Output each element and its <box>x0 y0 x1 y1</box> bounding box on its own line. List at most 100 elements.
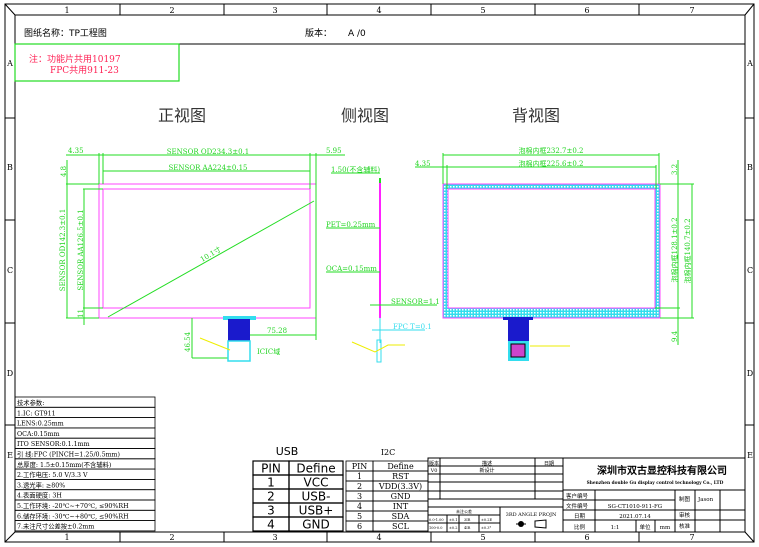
front-bottom-offset: 11 <box>77 309 85 318</box>
row-label: E <box>7 451 13 460</box>
pin-define: SCL <box>392 522 410 531</box>
back-inner-height: 泡棉内框128.1±0.2 <box>670 217 679 282</box>
scale-value: 1:1 <box>611 525 620 531</box>
version-label: 版本： <box>305 27 332 39</box>
spec-text: 3.透光率: ≥80% <box>17 480 65 489</box>
approve-label: 核准 <box>679 522 691 530</box>
date-value: 2021.07.14 <box>619 514 651 520</box>
spec-text: 6.储存环境: -30℃~+80℃, ≤90%RH <box>17 511 129 520</box>
pin-define: RST <box>392 472 410 481</box>
side-view-title: 侧视图 <box>341 106 389 125</box>
pin-define: VDD(3.3V) <box>378 482 422 491</box>
spec-text: ITO SENSOR:0.1.1mm <box>17 441 90 448</box>
spec-text: 技术参数: <box>17 398 44 407</box>
header: 图纸名称：TP工程图 版本： A /0 <box>15 27 745 45</box>
drawn-by: Jason <box>697 497 714 503</box>
pin-define: USB- <box>302 489 331 503</box>
pin-number: 3 <box>357 492 362 501</box>
spec-text: LENS:0.25mm <box>17 421 64 428</box>
revision-table: 版本 描述 日期 V0 新设计 <box>427 457 564 508</box>
row-label: A <box>746 59 753 68</box>
tolerance-cell: 100-0.0 <box>429 526 442 530</box>
column-label: 4 <box>376 533 381 542</box>
back-left-offset: 4.35 <box>415 160 431 168</box>
pin-define: INT <box>393 502 409 511</box>
revision-header-date: 日期 <box>544 461 554 467</box>
column-label: 2 <box>169 533 174 542</box>
column-label: 6 <box>584 6 589 15</box>
column-label: 2 <box>169 6 174 15</box>
row-label: B <box>7 163 13 172</box>
pin-number: 2 <box>267 489 275 503</box>
fpc-tail <box>199 316 256 362</box>
spec-text: 2.工作电压: 5.0 V/3.3 V <box>17 470 88 479</box>
file-no-label: 文件编号 <box>566 502 589 510</box>
column-label: 3 <box>272 6 277 15</box>
pin-number: 2 <box>357 482 362 491</box>
side-view: 1.50(不含辅料) PET=0.25mm OCA=0.15mm SENSOR=… <box>326 165 440 363</box>
title-block: 深圳市双古显控科技有限公司 Shenzhen double Gu display… <box>562 457 746 533</box>
front-right-offset: 5.95 <box>326 147 342 155</box>
side-fpc-thickness: FPC T=0.1 <box>393 323 432 331</box>
pin-number: 3 <box>267 503 275 517</box>
spec-text: 5.工作环境: -20℃~+70℃, ≤90%RH <box>17 501 129 510</box>
side-oca-thickness: OCA=0.15mm <box>326 265 377 273</box>
side-total-thickness: 1.50(不含辅料) <box>331 165 380 174</box>
row-label: E <box>747 451 753 460</box>
revision-description: 新设计 <box>479 467 494 474</box>
back-outer-height: 泡棉内框140.7±0.2 <box>683 218 692 283</box>
date-label: 日期 <box>574 513 586 520</box>
drawing-name: 图纸名称：TP工程图 <box>24 27 107 39</box>
pin-number: 1 <box>357 472 362 481</box>
i2c-title: I2C <box>381 448 395 457</box>
drawn-label: 制图 <box>679 495 691 503</box>
ic-area-label: ICIC域 <box>257 347 280 356</box>
pin-header: PIN <box>261 461 281 475</box>
drawing-frame: 1 2 3 4 5 6 7 1 2 3 4 5 6 7 A B C D E A … <box>4 3 755 543</box>
back-view: 4.35 泡棉内框232.7±0.2 泡棉内框225.6±0.2 3.2 泡棉内… <box>415 146 694 361</box>
projection-symbol-icon <box>516 519 547 529</box>
front-view: 4.35 5.95 SENSOR OD234.3±0.1 SENSOR AA22… <box>59 147 345 362</box>
column-label: 6 <box>584 533 589 542</box>
tolerance-cell: 4IR <box>464 526 471 530</box>
tolerance-cell: ±0.1 <box>449 518 458 522</box>
column-label: 5 <box>480 6 485 15</box>
unit-value: mm <box>660 525 671 531</box>
pin-define: GND <box>302 517 330 531</box>
row-label: C <box>747 266 753 275</box>
pin-header: PIN <box>352 462 368 471</box>
row-label: A <box>6 59 13 68</box>
back-outer-width: 泡棉内框232.7±0.2 <box>518 146 583 155</box>
front-od-width: SENSOR OD234.3±0.1 <box>167 148 249 156</box>
company-name-cn: 深圳市双古显控科技有限公司 <box>597 464 727 477</box>
note-line-2: FPC共用911-23 <box>50 65 119 76</box>
tolerance-title: 未注公差 <box>456 508 472 514</box>
front-fpc-offset: 75.28 <box>267 327 287 335</box>
tolerance-cell: 0.0-1.00 <box>429 518 444 522</box>
revision-version: V0 <box>430 468 438 474</box>
tolerance-block: 未注公差 0.0-1.00 ±0.1 3IR ±0.2E 100-0.0 ±0.… <box>427 506 564 533</box>
tolerance-cell: ±0.3° <box>481 526 491 530</box>
column-label: 5 <box>480 533 485 542</box>
pin-define: USB+ <box>299 503 334 517</box>
back-view-title: 背视图 <box>512 106 560 125</box>
pin-define: GND <box>391 492 411 501</box>
side-pet-thickness: PET=0.25mm <box>326 221 376 229</box>
pin-number: 1 <box>267 475 275 489</box>
tolerance-cell: 3IR <box>464 518 471 522</box>
tolerance-cell: ±0.2 <box>449 526 458 530</box>
front-view-title: 正视图 <box>158 106 206 125</box>
company-name-en: Shenzhen double Gu display control techn… <box>587 481 724 486</box>
projection-label: 3RD ANGLE PROJN <box>506 512 557 518</box>
pin-number: 4 <box>267 517 275 531</box>
scale-label: 比例 <box>574 523 586 531</box>
row-label: C <box>7 266 13 275</box>
column-label: 4 <box>376 6 381 15</box>
note-line-1: 注：功能片共用10197 <box>29 53 121 65</box>
define-header: Define <box>387 462 414 471</box>
front-diagonal: 10.1寸 <box>199 245 223 264</box>
customer-no-label: 客户编号 <box>566 492 589 500</box>
spec-text: 引 线:FPC (PINCH=1.25/0.5mm) <box>17 450 120 459</box>
row-label: B <box>747 163 753 172</box>
